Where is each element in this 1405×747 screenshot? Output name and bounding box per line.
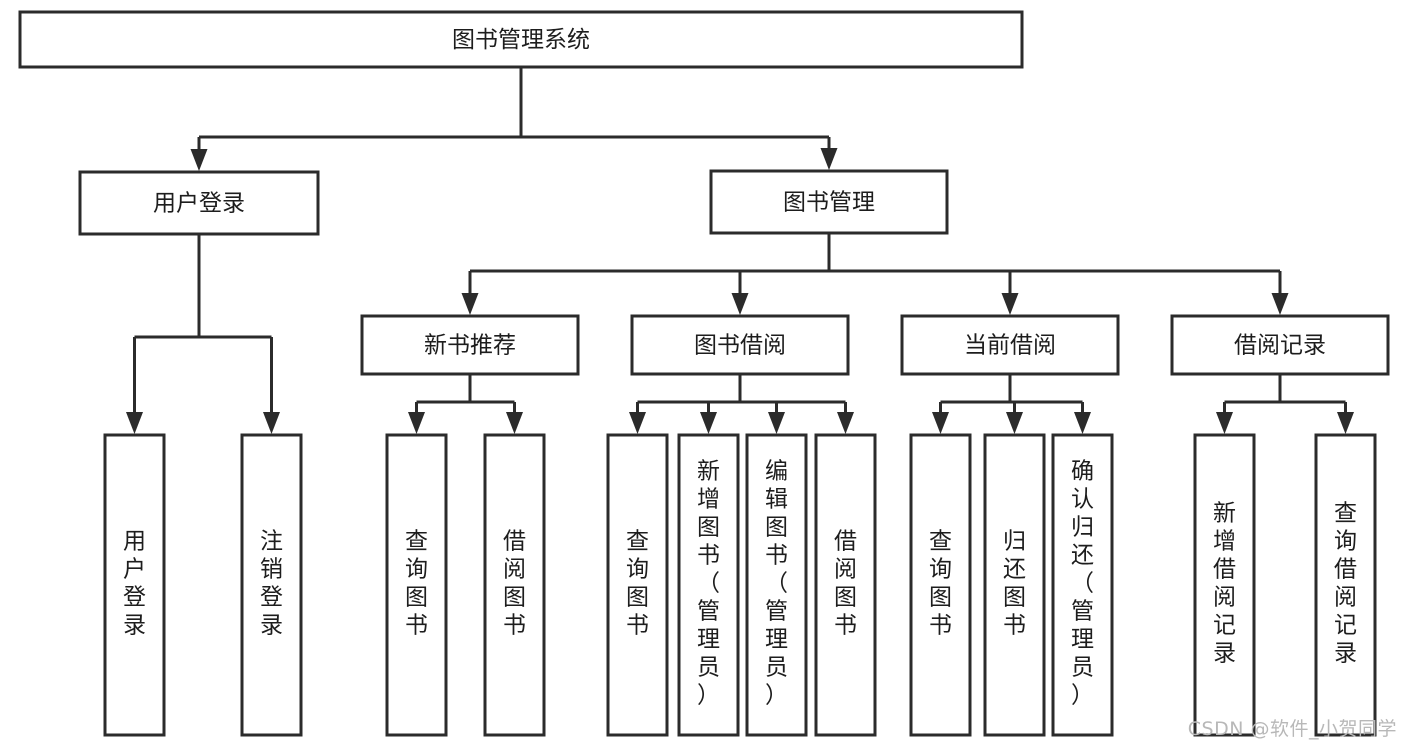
node-label-borrow: 图书借阅 [694, 333, 786, 359]
node-leaf-new-1[interactable]: 查询图书 [385, 433, 448, 737]
node-label-leaf-new-2: 借阅图书 [503, 529, 526, 639]
node-label-leaf-login-1: 用户登录 [123, 529, 146, 639]
node-leaf-login-1[interactable]: 用户登录 [103, 433, 166, 737]
node-label-newbook: 新书推荐 [424, 333, 516, 359]
node-label-current: 当前借阅 [964, 333, 1056, 359]
node-box-leaf-new-2 [483, 433, 546, 737]
node-label-bookmgmt: 图书管理 [783, 190, 875, 216]
node-label-records: 借阅记录 [1234, 333, 1326, 359]
node-box-leaf-cur-2 [983, 433, 1046, 737]
node-box-current [900, 314, 1120, 376]
node-label-login: 用户登录 [153, 191, 245, 217]
node-leaf-borrow-3[interactable]: 编辑图书（管理员） [745, 433, 808, 737]
node-box-bookmgmt [709, 169, 949, 235]
node-leaf-cur-2[interactable]: 归还图书 [983, 433, 1046, 737]
node-layer: 图书管理系统用户登录图书管理新书推荐图书借阅当前借阅借阅记录用户登录注销登录查询… [18, 10, 1390, 737]
node-label-leaf-rec-2: 查询借阅记录 [1334, 501, 1357, 667]
node-bookmgmt[interactable]: 图书管理 [709, 169, 949, 235]
node-leaf-cur-1[interactable]: 查询图书 [909, 433, 972, 737]
node-box-leaf-rec-1 [1193, 433, 1256, 737]
node-label-leaf-cur-2: 归还图书 [1003, 529, 1026, 639]
node-box-leaf-borrow-4 [814, 433, 877, 737]
node-box-leaf-login-2 [240, 433, 303, 737]
node-leaf-rec-1[interactable]: 新增借阅记录 [1193, 433, 1256, 737]
node-box-leaf-rec-2 [1314, 433, 1377, 737]
node-newbook[interactable]: 新书推荐 [360, 314, 580, 376]
node-box-leaf-login-1 [103, 433, 166, 737]
node-leaf-cur-3[interactable]: 确认归还（管理员） [1051, 433, 1114, 737]
node-label-leaf-cur-1: 查询图书 [929, 529, 952, 639]
node-box-leaf-borrow-3 [745, 433, 808, 737]
node-label-leaf-borrow-4: 借阅图书 [834, 529, 857, 639]
node-box-leaf-new-1 [385, 433, 448, 737]
node-records[interactable]: 借阅记录 [1170, 314, 1390, 376]
node-borrow[interactable]: 图书借阅 [630, 314, 850, 376]
node-leaf-login-2[interactable]: 注销登录 [240, 433, 303, 737]
node-label-leaf-borrow-2: 新增图书（管理员） [697, 459, 720, 709]
node-box-leaf-borrow-2 [677, 433, 740, 737]
node-login[interactable]: 用户登录 [78, 170, 320, 236]
node-label-leaf-cur-3: 确认归还（管理员） [1071, 459, 1094, 709]
node-box-borrow [630, 314, 850, 376]
node-label-root: 图书管理系统 [452, 27, 590, 53]
node-label-leaf-borrow-3: 编辑图书（管理员） [765, 459, 788, 709]
node-leaf-borrow-4[interactable]: 借阅图书 [814, 433, 877, 737]
node-leaf-rec-2[interactable]: 查询借阅记录 [1314, 433, 1377, 737]
node-box-leaf-cur-1 [909, 433, 972, 737]
node-label-leaf-borrow-1: 查询图书 [626, 529, 649, 639]
node-current[interactable]: 当前借阅 [900, 314, 1120, 376]
node-box-login [78, 170, 320, 236]
node-box-leaf-cur-3 [1051, 433, 1114, 737]
node-leaf-borrow-1[interactable]: 查询图书 [606, 433, 669, 737]
node-label-leaf-login-2: 注销登录 [260, 529, 283, 639]
node-root[interactable]: 图书管理系统 [18, 10, 1024, 69]
node-label-leaf-new-1: 查询图书 [405, 529, 428, 639]
connector-layer [126, 67, 1354, 434]
node-label-leaf-rec-1: 新增借阅记录 [1213, 501, 1236, 667]
node-box-newbook [360, 314, 580, 376]
node-box-root [18, 10, 1024, 69]
node-leaf-new-2[interactable]: 借阅图书 [483, 433, 546, 737]
node-box-records [1170, 314, 1390, 376]
node-leaf-borrow-2[interactable]: 新增图书（管理员） [677, 433, 740, 737]
node-box-leaf-borrow-1 [606, 433, 669, 737]
